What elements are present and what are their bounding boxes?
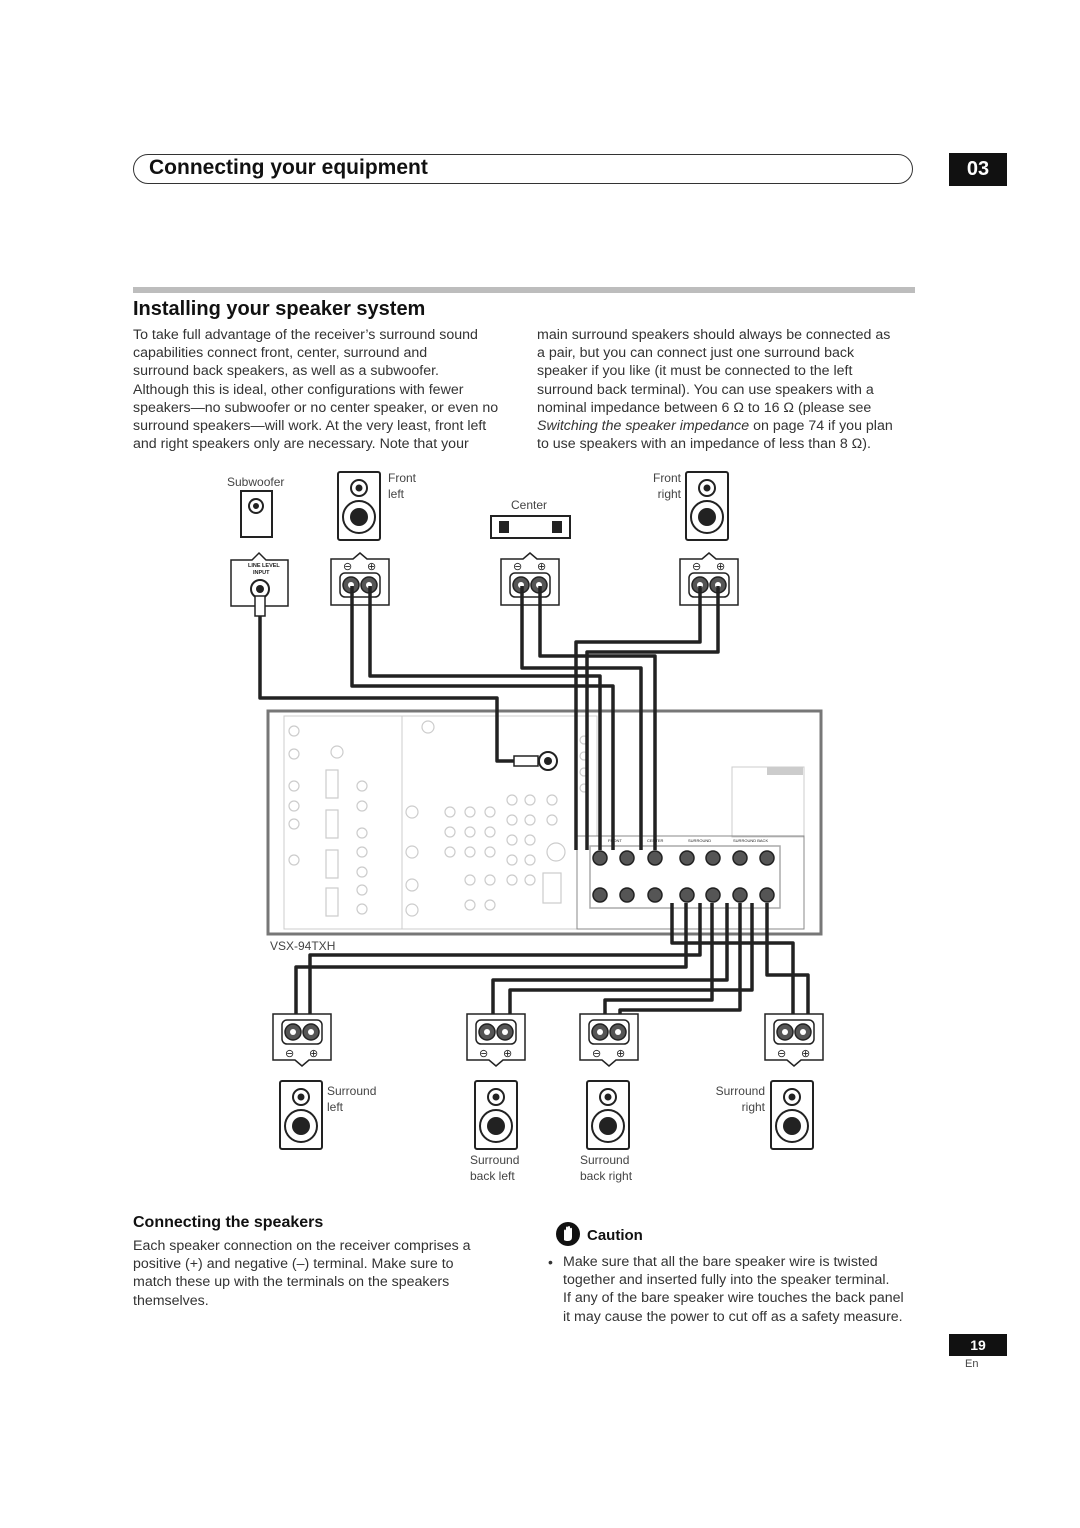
caution-title: Caution: [587, 1227, 643, 1244]
surround-back-right-speaker: [586, 1080, 630, 1150]
line-level-label: LINE LEVEL: [248, 563, 280, 569]
surround-right-speaker: [770, 1080, 814, 1150]
connecting-speakers-text: Each speaker connection on the receiver …: [133, 1237, 471, 1310]
surround-left-label-line2: left: [327, 1100, 344, 1114]
text-line: and right speakers only are necessary. N…: [133, 436, 469, 453]
text-line: Make sure that all the bare speaker wire…: [563, 1254, 878, 1270]
text-line: match these up with the terminals on the…: [133, 1274, 450, 1291]
section-title: Installing your speaker system: [133, 298, 426, 320]
front-left-speaker: [337, 471, 381, 541]
front-left-label-line2: left: [388, 487, 405, 501]
surround-right-label-line2: right: [742, 1100, 766, 1114]
text-line: surround back speakers, as well as a sub…: [133, 363, 439, 380]
front-right-speaker: [685, 471, 729, 541]
text-line: surround speakers—will work. At the very…: [133, 418, 487, 435]
connecting-speakers-title: Connecting the speakers: [133, 1214, 324, 1231]
text-line: speaker if you like (it must be connecte…: [537, 363, 853, 380]
surround-left-label-line1: Surround: [327, 1084, 376, 1098]
text-line: a pair, but you can connect just one sur…: [537, 345, 855, 362]
surround-back-right-terminal: [579, 1013, 639, 1067]
subwoofer-label: Subwoofer: [227, 475, 284, 489]
surround-back-left-label-line1: Surround: [470, 1153, 519, 1167]
text-line: to use speakers with an impedance of les…: [537, 436, 871, 453]
surround-back-left-label-line2: back left: [470, 1169, 515, 1183]
cross-reference: Switching the speaker impedance: [537, 418, 750, 435]
input-label: INPUT: [253, 570, 270, 576]
receiver-speaker-terminals: [589, 845, 781, 909]
surround-right-terminal: [764, 1013, 824, 1067]
surround-back-right-label-line2: back right: [580, 1169, 633, 1183]
front-right-label-line2: right: [658, 487, 682, 501]
front-right-terminal: [679, 552, 739, 606]
text-line: nominal impedance between 6 Ω to 16 Ω (p…: [537, 399, 872, 416]
front-terminal-label: FRONT: [608, 838, 622, 843]
intro-right-column: main surround speakers should always be …: [537, 326, 893, 453]
text-line: themselves.: [133, 1292, 209, 1309]
front-left-terminal: [330, 552, 390, 606]
surround-left-speaker: [279, 1080, 323, 1150]
surround-back-left-speaker: [474, 1080, 518, 1150]
text-line: main surround speakers should always be …: [537, 327, 891, 343]
surround-left-terminal: [272, 1013, 332, 1067]
text-line: Switching the speaker impedance on page …: [537, 417, 893, 435]
caution-text: Make sure that all the bare speaker wire…: [563, 1253, 904, 1326]
language-code: En: [965, 1358, 979, 1370]
surround-back-terminal-label: SURROUND BACK: [733, 838, 768, 843]
surround-terminal-label: SURROUND: [688, 838, 711, 843]
text-fragment: on page 74 if you plan: [749, 418, 893, 435]
chapter-title: Connecting your equipment: [149, 156, 428, 179]
caution-hand-icon: [556, 1222, 580, 1246]
center-terminal: [500, 552, 560, 606]
receiver-back-panel: FRONT CENTER SURROUND SURROUND BACK: [266, 709, 823, 936]
text-line: speakers—no subwoofer or no center speak…: [133, 399, 499, 416]
subwoofer-speaker: [240, 490, 273, 538]
front-right-label-line1: Front: [653, 471, 682, 485]
surround-right-label-line1: Surround: [716, 1084, 765, 1098]
receiver-model-label: VSX-94TXH: [270, 939, 335, 953]
surround-back-left-terminal: [466, 1013, 526, 1067]
section-divider: [133, 287, 915, 293]
text-line: together and inserted fully into the spe…: [563, 1272, 890, 1289]
center-speaker: [490, 515, 571, 539]
front-left-label-line1: Front: [388, 471, 417, 485]
center-label: Center: [511, 498, 547, 512]
intro-left-column: To take full advantage of the receiver’s…: [133, 326, 498, 453]
subwoofer-preout-jack: [513, 751, 558, 771]
text-line: it may cause the power to cut off as a s…: [563, 1308, 903, 1325]
text-line: Although this is ideal, other configurat…: [133, 381, 464, 398]
surround-back-right-label-line1: Surround: [580, 1153, 629, 1167]
page-number: 19: [949, 1334, 1007, 1356]
text-line: positive (+) and negative (–) terminal. …: [133, 1256, 454, 1273]
bullet-mark: •: [548, 1254, 553, 1270]
text-line: capabilities connect front, center, surr…: [133, 345, 428, 362]
subwoofer-line-input: LINE LEVEL INPUT: [230, 551, 289, 617]
text-line: If any of the bare speaker wire touches …: [563, 1290, 904, 1307]
text-line: Each speaker connection on the receiver …: [133, 1238, 471, 1254]
chapter-number: 03: [949, 153, 1007, 186]
text-line: surround back terminal). You can use spe…: [537, 381, 874, 398]
text-line: To take full advantage of the receiver’s…: [133, 327, 478, 343]
chapter-header-bar: [133, 154, 913, 184]
